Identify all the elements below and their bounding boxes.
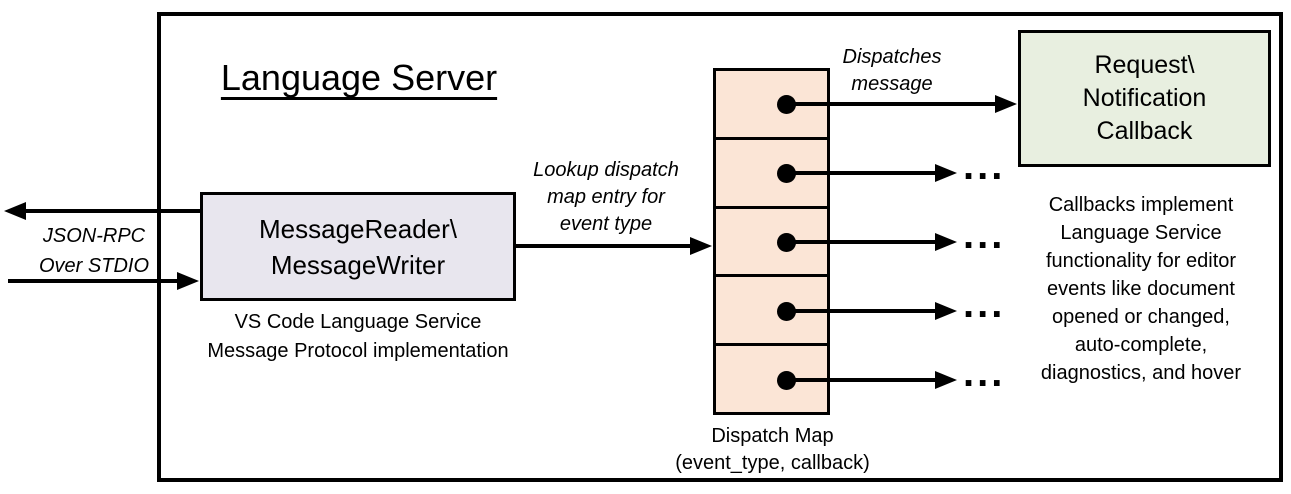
dispatch-arrow-4-line: [786, 309, 938, 313]
lookup-dispatch-label: Lookup dispatch map entry for event type: [533, 159, 679, 235]
ellipsis-more-callbacks: ...: [963, 213, 1006, 257]
lookup-arrow-line: [513, 244, 693, 248]
arrowhead-right-icon: [935, 371, 957, 389]
dispatch-arrow-3-line: [786, 240, 938, 244]
ellipsis-more-callbacks: ...: [963, 282, 1006, 326]
arrowhead-left-icon: [4, 202, 26, 220]
language-server-box: [157, 12, 1283, 482]
dispatch-map-cell: [716, 274, 827, 343]
ellipsis-more-callbacks: ...: [963, 351, 1006, 395]
arrowhead-right-icon: [995, 95, 1017, 113]
dispatch-map-cell: [716, 136, 827, 206]
arrowhead-right-icon: [935, 233, 957, 251]
dispatch-map-cell: [716, 205, 827, 275]
message-reader-writer-box: MessageReader\ MessageWriter: [200, 192, 516, 301]
callbacks-note: Callbacks implement Language Service fun…: [1040, 194, 1242, 384]
arrowhead-right-icon: [690, 237, 712, 255]
json-rpc-stdio-label: JSON-RPC Over STDIO: [38, 225, 149, 277]
dispatch-arrow-5-line: [786, 378, 938, 382]
diagram-title: Language Server: [220, 57, 498, 98]
dispatch-map-caption: Dispatch Map (event_type, callback): [675, 425, 870, 474]
arrowhead-right-icon: [935, 302, 957, 320]
dispatch-map-cell: [716, 343, 827, 412]
request-notification-callback-box: Request\ Notification Callback: [1018, 30, 1271, 167]
arrowhead-right-icon: [935, 164, 957, 182]
dispatch-arrow-1-line: [786, 102, 998, 106]
reader-box-caption: VS Code Language Service Message Protoco…: [207, 311, 509, 362]
ellipsis-more-callbacks: ...: [963, 144, 1006, 188]
stdio-in-arrow-line: [8, 279, 179, 283]
dispatch-arrow-2-line: [786, 171, 938, 175]
stdio-out-arrow-line: [22, 209, 200, 213]
dispatches-message-label: Dispatches message: [842, 46, 942, 95]
arrowhead-right-icon: [177, 272, 199, 290]
